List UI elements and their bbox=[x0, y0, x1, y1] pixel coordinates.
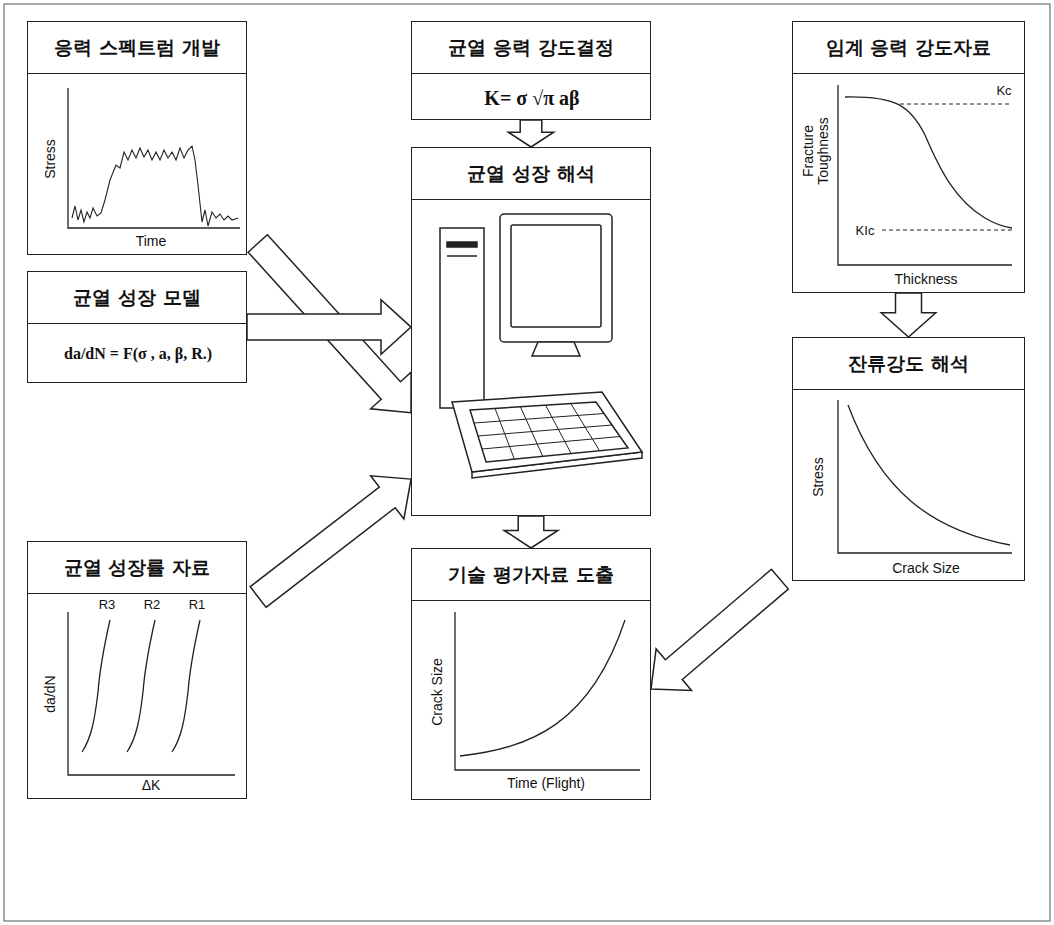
process-box: 균열 응력 강도결정 K= σ √π aβ bbox=[411, 21, 651, 120]
axis-label: Time bbox=[136, 234, 167, 249]
box-header: 잔류강도 해석 bbox=[793, 338, 1024, 390]
axis-label: da/dN bbox=[43, 675, 58, 712]
toughness-chart bbox=[838, 85, 1012, 265]
process-box: 균열 성장률 자료 R3 R2 R1 da/dN ΔK bbox=[27, 541, 247, 799]
axis-label: Fracture Toughness bbox=[801, 106, 832, 196]
box-title: 응력 스펙트럼 개발 bbox=[54, 35, 219, 61]
block-arrow bbox=[504, 516, 558, 548]
box-header: 균열 성장률 자료 bbox=[28, 542, 246, 594]
curve-label: R1 bbox=[189, 598, 206, 612]
process-box: 균열 성장 해석 bbox=[411, 147, 651, 516]
residual-chart bbox=[838, 400, 1012, 553]
computer-icon bbox=[440, 214, 642, 478]
formula: K= σ √π aβ bbox=[484, 87, 579, 109]
process-box: 응력 스펙트럼 개발 StressTime bbox=[27, 21, 247, 255]
box-title: 임계 응력 강도자료 bbox=[826, 35, 991, 61]
box-title: 기술 평가자료 도출 bbox=[448, 562, 613, 588]
box-title: 잔류강도 해석 bbox=[848, 351, 969, 377]
process-box: 기술 평가자료 도출 Crack SizeTime (Flight) bbox=[411, 548, 651, 800]
box-header: 균열 성장 해석 bbox=[412, 148, 650, 200]
curve-label: Kc bbox=[996, 84, 1011, 98]
axis-label: Thickness bbox=[894, 272, 957, 287]
axis-label: Crack Size bbox=[892, 561, 960, 576]
axis-label: ΔK bbox=[142, 778, 161, 793]
block-arrow bbox=[250, 476, 411, 608]
block-arrow bbox=[651, 569, 788, 690]
stress-chart bbox=[68, 88, 240, 228]
axis-label: Stress bbox=[43, 139, 58, 179]
formula: da/dN = F(σ , a, β, R.) bbox=[64, 345, 212, 363]
box-title: 균열 성장률 자료 bbox=[64, 555, 210, 581]
box-title: 균열 성장 해석 bbox=[467, 161, 594, 187]
block-arrow bbox=[881, 293, 936, 337]
curve-label: KIc bbox=[856, 224, 875, 238]
box-header: 균열 응력 강도결정 bbox=[412, 22, 650, 74]
curve-label: R2 bbox=[144, 598, 161, 612]
box-title: 균열 응력 강도결정 bbox=[448, 35, 613, 61]
curve-label: R3 bbox=[99, 598, 116, 612]
process-box: 균열 성장 모델 da/dN = F(σ , a, β, R.) bbox=[27, 271, 247, 383]
box-header: 임계 응력 강도자료 bbox=[793, 22, 1024, 74]
axis-label: Crack Size bbox=[430, 658, 445, 726]
axis-label: Time (Flight) bbox=[507, 776, 585, 791]
process-box: 잔류강도 해석 StressCrack Size bbox=[792, 337, 1025, 581]
outer-frame bbox=[4, 4, 1050, 921]
box-header: 기술 평가자료 도출 bbox=[412, 549, 650, 601]
block-arrow bbox=[508, 120, 553, 147]
box-header: 균열 성장 모델 bbox=[28, 272, 246, 324]
process-box: 임계 응력 강도자료 Fracture Toughness KcKIcThickne… bbox=[792, 21, 1025, 293]
box-header: 응력 스펙트럼 개발 bbox=[28, 22, 246, 74]
growth-rate-chart bbox=[68, 612, 235, 775]
box-title: 균열 성장 모델 bbox=[73, 285, 200, 311]
block-arrow bbox=[247, 300, 411, 355]
crack-growth-chart bbox=[455, 612, 640, 770]
axis-label: Stress bbox=[811, 457, 826, 497]
